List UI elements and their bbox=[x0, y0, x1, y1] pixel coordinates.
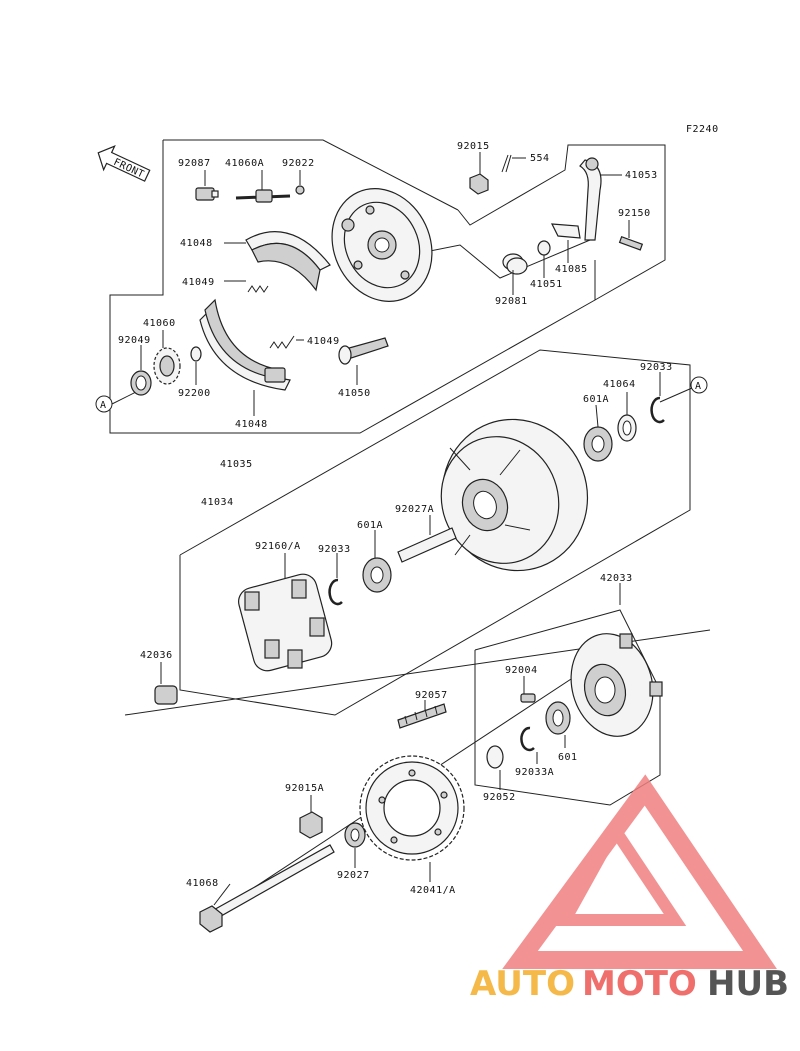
nut-92015 bbox=[469, 173, 489, 195]
label-601a-upper: 601A bbox=[583, 394, 609, 405]
washer-92052 bbox=[486, 745, 504, 769]
washer-92200 bbox=[190, 346, 202, 362]
label-92087: 92087 bbox=[178, 158, 211, 169]
nut-92015a bbox=[299, 811, 323, 839]
collar-41064 bbox=[617, 414, 637, 442]
label-92027: 92027 bbox=[337, 870, 370, 881]
label-92052: 92052 bbox=[483, 792, 516, 803]
cam-41050 bbox=[338, 337, 389, 365]
brand-hub: HUB bbox=[707, 964, 789, 1004]
label-41053: 41053 bbox=[625, 170, 658, 181]
label-41051: 41051 bbox=[530, 279, 563, 290]
label-42041a: 42041/A bbox=[410, 885, 456, 896]
brand-moto: MOTO bbox=[582, 964, 697, 1004]
collar-42036 bbox=[154, 685, 178, 705]
label-41068: 41068 bbox=[186, 878, 219, 889]
svg-text:A: A bbox=[695, 381, 702, 392]
label-41085: 41085 bbox=[555, 264, 588, 275]
axle-41068 bbox=[199, 844, 335, 933]
label-92033a: 92033A bbox=[515, 767, 554, 778]
wheel-hub-41034 bbox=[440, 418, 589, 572]
label-41050: 41050 bbox=[338, 388, 371, 399]
label-92033-upper: 92033 bbox=[640, 362, 673, 373]
stud-92004 bbox=[520, 693, 536, 703]
label-92022: 92022 bbox=[282, 158, 315, 169]
front-arrow: FRONT bbox=[97, 145, 151, 182]
label-41049-lower: 41049 bbox=[307, 336, 340, 347]
cotter-pin-554 bbox=[501, 154, 512, 173]
brake-shoe-upper bbox=[245, 231, 331, 292]
ref-marker-a-right: A bbox=[690, 376, 708, 394]
damper-92160-a bbox=[238, 573, 333, 672]
label-92200: 92200 bbox=[178, 388, 211, 399]
watermark-logo bbox=[502, 774, 777, 969]
group-frame-lines bbox=[109, 139, 711, 911]
label-92015a: 92015A bbox=[285, 783, 324, 794]
brake-shoe-lower bbox=[199, 298, 291, 391]
label-92081: 92081 bbox=[495, 296, 528, 307]
cam-shaft-41060a bbox=[235, 189, 291, 203]
label-42033: 42033 bbox=[600, 573, 633, 584]
spacer-92027a bbox=[397, 527, 457, 563]
figure-code: F2240 bbox=[686, 124, 719, 135]
spring-92081 bbox=[502, 253, 528, 275]
label-41048-upper: 41048 bbox=[180, 238, 213, 249]
sprocket-hub-42033 bbox=[570, 633, 663, 737]
label-41035: 41035 bbox=[220, 459, 253, 470]
bolt-92150 bbox=[618, 235, 644, 251]
label-92150: 92150 bbox=[618, 208, 651, 219]
label-leader-lines bbox=[140, 152, 661, 906]
bearing-601a-left bbox=[362, 557, 392, 593]
label-92049: 92049 bbox=[118, 335, 151, 346]
sprocket-42041-a bbox=[359, 755, 465, 861]
brake-panel bbox=[331, 188, 433, 302]
brake-arm-41053 bbox=[579, 157, 602, 241]
label-601: 601 bbox=[558, 752, 578, 763]
watermark-brand-text: AUTO MOTO HUB bbox=[470, 964, 789, 1004]
seal-92049 bbox=[130, 370, 152, 396]
label-92057: 92057 bbox=[415, 690, 448, 701]
bearing-601 bbox=[545, 701, 571, 735]
circlip-92033-left bbox=[328, 578, 343, 606]
label-41034: 41034 bbox=[201, 497, 234, 508]
svg-text:A: A bbox=[100, 400, 107, 411]
label-92015: 92015 bbox=[457, 141, 490, 152]
label-92160a: 92160/A bbox=[255, 541, 301, 552]
label-41060: 41060 bbox=[143, 318, 176, 329]
label-601a-lower: 601A bbox=[357, 520, 383, 531]
gear-41060 bbox=[153, 347, 181, 385]
spring-41049-upper bbox=[247, 285, 269, 293]
label-41060a: 41060A bbox=[225, 158, 264, 169]
label-92004: 92004 bbox=[505, 665, 538, 676]
bearing-601a bbox=[583, 426, 613, 462]
ref-marker-a-left: A bbox=[95, 395, 113, 413]
washer-92022 bbox=[295, 185, 305, 195]
circlip-92033-upper bbox=[650, 396, 665, 424]
label-41049-upper: 41049 bbox=[182, 277, 215, 288]
label-41048-lower: 41048 bbox=[235, 419, 268, 430]
bolt-92087 bbox=[195, 187, 219, 201]
washer-41051 bbox=[537, 240, 551, 256]
chain-92057 bbox=[397, 703, 447, 729]
label-554: 554 bbox=[530, 153, 550, 164]
brand-auto: AUTO bbox=[470, 964, 575, 1004]
plate-41085 bbox=[550, 223, 581, 239]
label-42036: 42036 bbox=[140, 650, 173, 661]
label-92027a: 92027A bbox=[395, 504, 434, 515]
circlip-92033a bbox=[520, 726, 535, 752]
spring-41049-lower bbox=[269, 335, 295, 349]
label-41064: 41064 bbox=[603, 379, 636, 390]
label-92033-left: 92033 bbox=[318, 544, 351, 555]
collar-92027 bbox=[344, 822, 366, 848]
